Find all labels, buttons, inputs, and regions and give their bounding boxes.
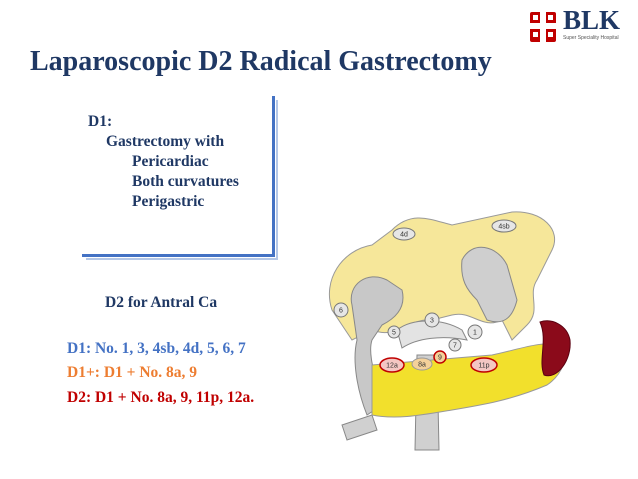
blk-logo: BLK Super Speciality Hospital [528, 6, 632, 44]
slide-title: Laparoscopic D2 Radical Gastrectomy [30, 46, 492, 77]
spleen-vessel-shape [461, 246, 518, 323]
pancreas-shape [371, 343, 566, 418]
svg-text:1: 1 [473, 330, 477, 337]
d1-item: Perigastric [132, 193, 205, 210]
d1-item: Both curvatures [132, 173, 239, 190]
definition-d1-plus: D1+: D1 + No. 8a, 9 [67, 364, 198, 381]
svg-text:9: 9 [438, 355, 442, 362]
logo-subtitle: Super Speciality Hospital [563, 35, 619, 41]
node-4d: 4d [392, 227, 416, 241]
node-3: 3 [424, 312, 440, 328]
svg-text:11p: 11p [478, 363, 489, 370]
node-12a: 12a [379, 357, 405, 373]
node-11p: 11p [470, 357, 498, 373]
node-9: 9 [433, 350, 447, 364]
vessel-left-shape [341, 414, 378, 441]
definition-d2: D2: D1 + No. 8a, 9, 11p, 12a. [67, 389, 255, 406]
lymph-node-station-diagram: 4d 4sb 6 3 5 1 7 9 12a 8a 11p [328, 211, 571, 451]
svg-text:4sb: 4sb [498, 224, 509, 231]
svg-text:5: 5 [392, 330, 396, 337]
svg-text:12a: 12a [386, 363, 398, 370]
svg-text:4d: 4d [400, 232, 408, 239]
d1-description: D1: Gastrectomy with Pericardiac Both cu… [88, 112, 239, 212]
logo-name: BLK [563, 5, 621, 35]
definition-d1: D1: No. 1, 3, 4sb, 4d, 5, 6, 7 [67, 340, 246, 357]
d1-item: Pericardiac [132, 153, 209, 170]
d2-antral-label: D2 for Antral Ca [105, 294, 218, 311]
svg-text:3: 3 [430, 318, 434, 325]
node-6: 6 [333, 302, 349, 318]
d1-line: Gastrectomy with [106, 133, 225, 150]
spleen-shape [539, 320, 571, 377]
svg-text:8a: 8a [418, 362, 426, 369]
svg-text:7: 7 [453, 343, 457, 350]
svg-text:6: 6 [339, 308, 343, 315]
node-7: 7 [448, 338, 462, 352]
duodenum-shape [350, 276, 404, 416]
node-8a: 8a [411, 357, 433, 371]
node-4sb: 4sb [491, 219, 517, 233]
d1-heading: D1: [88, 113, 113, 130]
node-5: 5 [387, 325, 401, 339]
node-1: 1 [467, 324, 483, 340]
hospital-crest-icon [530, 12, 556, 42]
vessel-center-shape [396, 320, 468, 349]
